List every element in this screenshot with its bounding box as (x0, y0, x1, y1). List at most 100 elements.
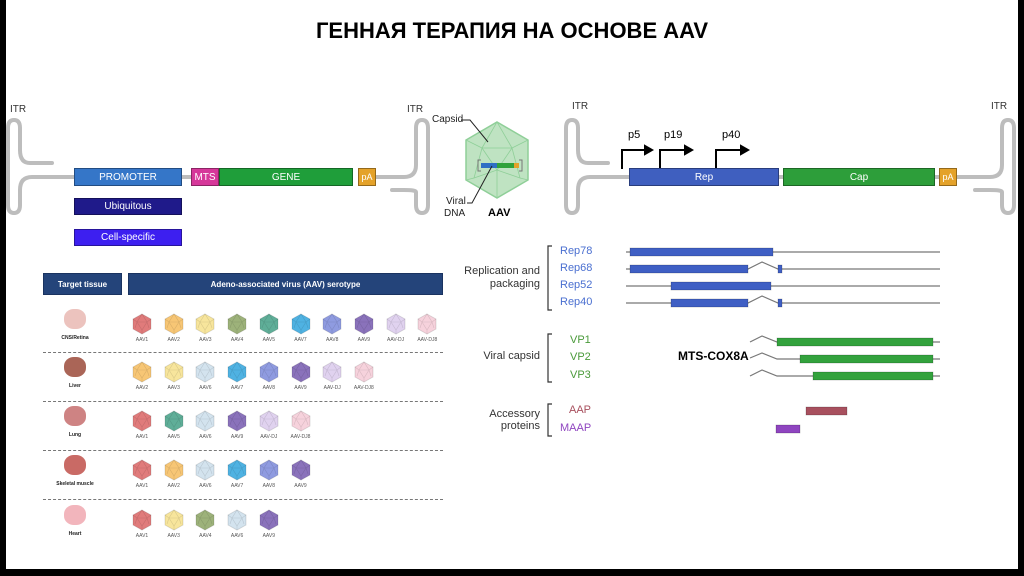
wt-itr-right-label: ITR (991, 101, 1008, 112)
serotype-label: AAV2 (167, 337, 180, 343)
tissue-icon (64, 406, 86, 426)
p19-label: p19 (664, 129, 683, 141)
serotype-hexagon-icon (291, 361, 310, 383)
rep68-label: Rep68 (560, 262, 593, 274)
serotype-hexagon-icon (227, 313, 247, 335)
serotype-hexagon-icon (259, 361, 279, 383)
maap-label: MAAP (560, 422, 592, 434)
pa-box: pA (358, 168, 376, 186)
capsid-label: Capsid (432, 114, 464, 125)
row-separator (43, 450, 443, 451)
serotype-label: AAV3 (167, 385, 180, 391)
serotype-hexagon-icon (259, 509, 279, 531)
serotype-label: AAV7 (294, 337, 307, 343)
rep-group-label-2: packaging (489, 278, 540, 290)
capsid-icon (461, 119, 529, 204)
tissue-label: CNS/Retina (61, 335, 89, 341)
serotype-hexagon-icon (195, 313, 215, 335)
serotype-label: AAV6 (230, 533, 244, 539)
serotype-label: AAV2 (167, 483, 180, 489)
serotype-hexagon-icon (227, 410, 247, 432)
serotype-hexagon-icon (227, 509, 247, 531)
serotype-hexagon-icon (291, 459, 310, 481)
cell-specific-promoter-box: Cell-specific (74, 229, 182, 246)
brackets (547, 245, 552, 437)
serotype-hexagon-icon (354, 313, 374, 335)
serotype-hexagon-icon (417, 313, 437, 335)
vp3-label: VP3 (570, 369, 591, 381)
vp1-label: VP1 (570, 334, 591, 346)
wt-pa-box: pA (939, 168, 957, 186)
serotype-label: AAV7 (230, 385, 244, 391)
p5-label: p5 (628, 129, 641, 141)
itr-right-label: ITR (407, 104, 424, 115)
right-itr-hairpin (374, 117, 430, 216)
mts-box: MTS (191, 168, 219, 186)
cap-box: Cap (783, 168, 935, 186)
rep52-label: Rep52 (560, 279, 593, 291)
serotype-label: AAV1 (135, 434, 149, 440)
serotype-label: AAV1 (135, 483, 149, 489)
aav-label: AAV (488, 207, 511, 219)
serotype-hexagon-icon (259, 459, 279, 481)
serotype-label: AAV-DJ (323, 385, 341, 391)
serotype-label: AAV3 (199, 337, 212, 343)
serotype-hexagon-icon (291, 410, 310, 432)
serotype-hexagon-icon (132, 459, 152, 481)
tissue-icon (64, 357, 86, 377)
tissue-label: Liver (69, 383, 81, 389)
vp2-label: VP2 (570, 351, 591, 363)
vp-group-label: Viral capsid (483, 350, 540, 362)
serotype-hexagon-icon (291, 313, 310, 335)
serotype-hexagon-icon (227, 459, 247, 481)
serotype-hexagon-icon (386, 313, 406, 335)
serotype-label: AAV5 (167, 434, 180, 440)
serotype-label: AAV-DJ (260, 434, 278, 440)
serotype-label: AAV3 (167, 533, 180, 539)
serotype-label: AAV5 (262, 337, 275, 343)
left-itr-hairpin (6, 117, 77, 216)
header-serotype: Adeno-associated virus (AAV) serotype (128, 273, 443, 295)
aap-label: AAP (569, 404, 592, 416)
row-separator (43, 401, 443, 402)
p40-label: p40 (722, 129, 741, 141)
serotype-hexagon-icon (164, 410, 184, 432)
serotype-label: AAV9 (294, 385, 307, 391)
ubiquitous-promoter-box: Ubiquitous (74, 198, 182, 215)
serotype-hexagon-icon (164, 313, 184, 335)
serotype-hexagon-icon (132, 410, 152, 432)
viral-dna-label-1: Viral (446, 196, 466, 207)
viral-dna-label-2: DNA (444, 208, 466, 219)
serotype-hexagon-icon (354, 361, 374, 383)
header-target-tissue: Target tissue (43, 273, 122, 295)
serotype-label: AAV-DJ8 (417, 337, 438, 343)
tissue-label: Heart (68, 531, 82, 537)
serotype-hexagon-icon (164, 361, 184, 383)
serotype-label: AAV8 (262, 483, 275, 489)
serotype-hexagon-icon (195, 459, 215, 481)
serotype-hexagon-icon (227, 361, 247, 383)
serotype-hexagon-icon (322, 361, 342, 383)
rep40-label: Rep40 (560, 296, 593, 308)
serotype-hexagon-icon (195, 509, 215, 531)
serotype-label: AAV1 (135, 533, 149, 539)
transcript-bars (629, 247, 934, 434)
serotype-label: AAV9 (262, 533, 275, 539)
serotype-hexagon-icon (322, 313, 342, 335)
tissue-icon (64, 455, 86, 475)
wt-right-itr (955, 117, 1016, 216)
serotype-label: AAV8 (325, 337, 339, 343)
serotype-hexagon-icon (132, 509, 152, 531)
insert-label: MTS-COX8A (678, 349, 749, 363)
serotype-label: AAV6 (199, 483, 212, 489)
serotype-label: AAV4 (230, 337, 244, 343)
serotype-label: AAV-DJ8 (290, 434, 311, 440)
itr-left-label: ITR (10, 104, 27, 115)
acc-group-label-1: Accessory (489, 408, 540, 420)
page-title: ГЕННАЯ ТЕРАПИЯ НА ОСНОВЕ AAV (315, 18, 709, 43)
serotype-hexagon-icon (259, 313, 279, 335)
serotype-label: AAV9 (294, 483, 307, 489)
serotype-hexagon-icon (164, 459, 184, 481)
serotype-label: AAV1 (135, 337, 149, 343)
